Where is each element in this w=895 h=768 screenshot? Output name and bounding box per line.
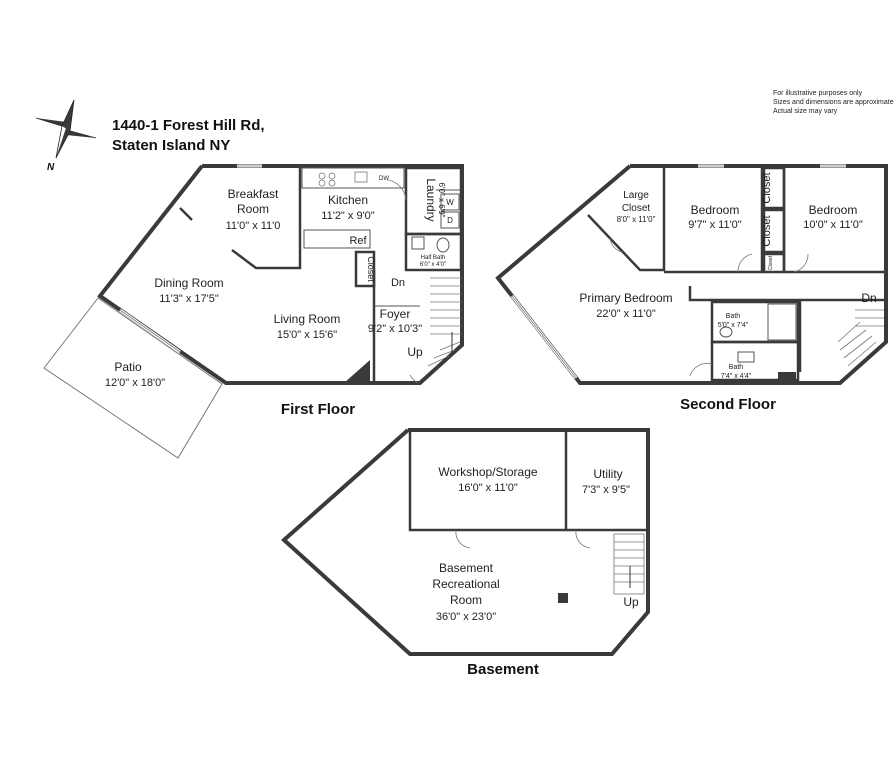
breakfast-room-dim: 11'0" x 11'0 [226,220,281,232]
foyer-dim: 9'2" x 10'3" [368,323,422,335]
basement-title: Basement [467,661,539,678]
first-floor-closet-label: Closet [366,256,376,282]
patio-label: Patio [114,360,142,374]
kitchen-label: Kitchen [328,193,368,207]
basement-rec-room-label-3: Room [450,593,482,607]
living-room-label: Living Room [274,312,341,326]
second-floor-stairs-down-label: Dn [861,291,876,305]
bath-1-label: Bath [726,313,741,320]
first-floor-title: First Floor [281,401,355,418]
second-floor-closet-2-label: Closet [761,215,773,246]
second-floor-plan [495,164,888,385]
compass-rose-icon [35,99,97,159]
large-closet-label: Large [623,190,649,201]
patio-outline [43,297,223,459]
bedroom-1-label: Bedroom [691,203,740,217]
living-room-dim: 15'0" x 15'6" [277,329,337,341]
disclaimer-line-1: For illustrative purposes only [773,90,863,97]
disclaimer-line-3: Actual size may vary [773,108,838,115]
laundry-label: Laundry [424,178,438,221]
address-line-1: 1440-1 Forest Hill Rd, [112,117,265,134]
kitchen-dim: 11'2" x 9'0" [321,210,374,222]
first-floor-plan [43,164,464,459]
first-floor-stairs-up-label: Up [407,345,423,359]
second-floor-closet-1-label: Closet [761,172,773,203]
basement-stairs-up-label: Up [623,595,639,609]
bath-1-dim: 5'0" x 7'4" [718,322,749,329]
bath-2-label: Bath [729,364,744,371]
large-closet-dim: 8'0" x 11'0" [617,215,656,224]
north-label: N [47,162,55,173]
bedroom-2-label: Bedroom [809,203,858,217]
half-bath-dim: 6'0" x 4'0" [420,262,446,268]
foyer-label: Foyer [380,307,411,321]
workshop-storage-label: Workshop/Storage [438,465,537,479]
patio-dim: 12'0" x 18'0" [105,377,165,389]
basement-rec-room-dim: 36'0" x 23'0" [436,611,496,623]
refrigerator-label: Ref [349,235,367,247]
dining-room-dim: 11'3" x 17'5" [159,293,219,305]
bath-2-dim: 7'4" x 4'4" [721,373,752,380]
second-floor-title: Second Floor [680,396,776,413]
primary-bedroom-dim: 22'0" x 11'0" [596,308,656,320]
first-floor-outer-wall [97,164,464,385]
second-floor-outer-wall [495,164,888,385]
washer-label: W [446,198,454,207]
basement-outer-wall [281,428,650,656]
bedroom-2-dim: 10'0" x 11'0" [803,219,863,231]
dishwasher-label: DW [379,176,389,182]
workshop-storage-dim: 16'0" x 11'0" [458,482,518,494]
address-line-2: Staten Island NY [112,137,230,154]
large-closet-label-2: Closet [622,203,651,214]
utility-dim: 7'3" x 9'5" [582,484,630,496]
laundry-dim: 6'0" x 6'9" [437,183,446,218]
half-bath-label: Half Bath [421,255,446,261]
basement-rec-room-label-2: Recreational [432,577,499,591]
utility-label: Utility [593,467,622,481]
first-floor-stairs-down-label: Dn [391,277,405,289]
dryer-label: D [447,216,453,225]
second-floor-closet-small-label: Closet [768,255,774,270]
basement-rec-room-label: Basement [439,561,494,575]
breakfast-room-label: Breakfast [228,187,279,201]
bedroom-1-dim: 9'7" x 11'0" [688,219,741,231]
dining-room-label: Dining Room [154,276,223,290]
basement-plan [281,428,650,656]
breakfast-room-label-2: Room [237,202,269,216]
primary-bedroom-label: Primary Bedroom [579,291,672,305]
disclaimer-line-2: Sizes and dimensions are approximate [773,99,894,106]
